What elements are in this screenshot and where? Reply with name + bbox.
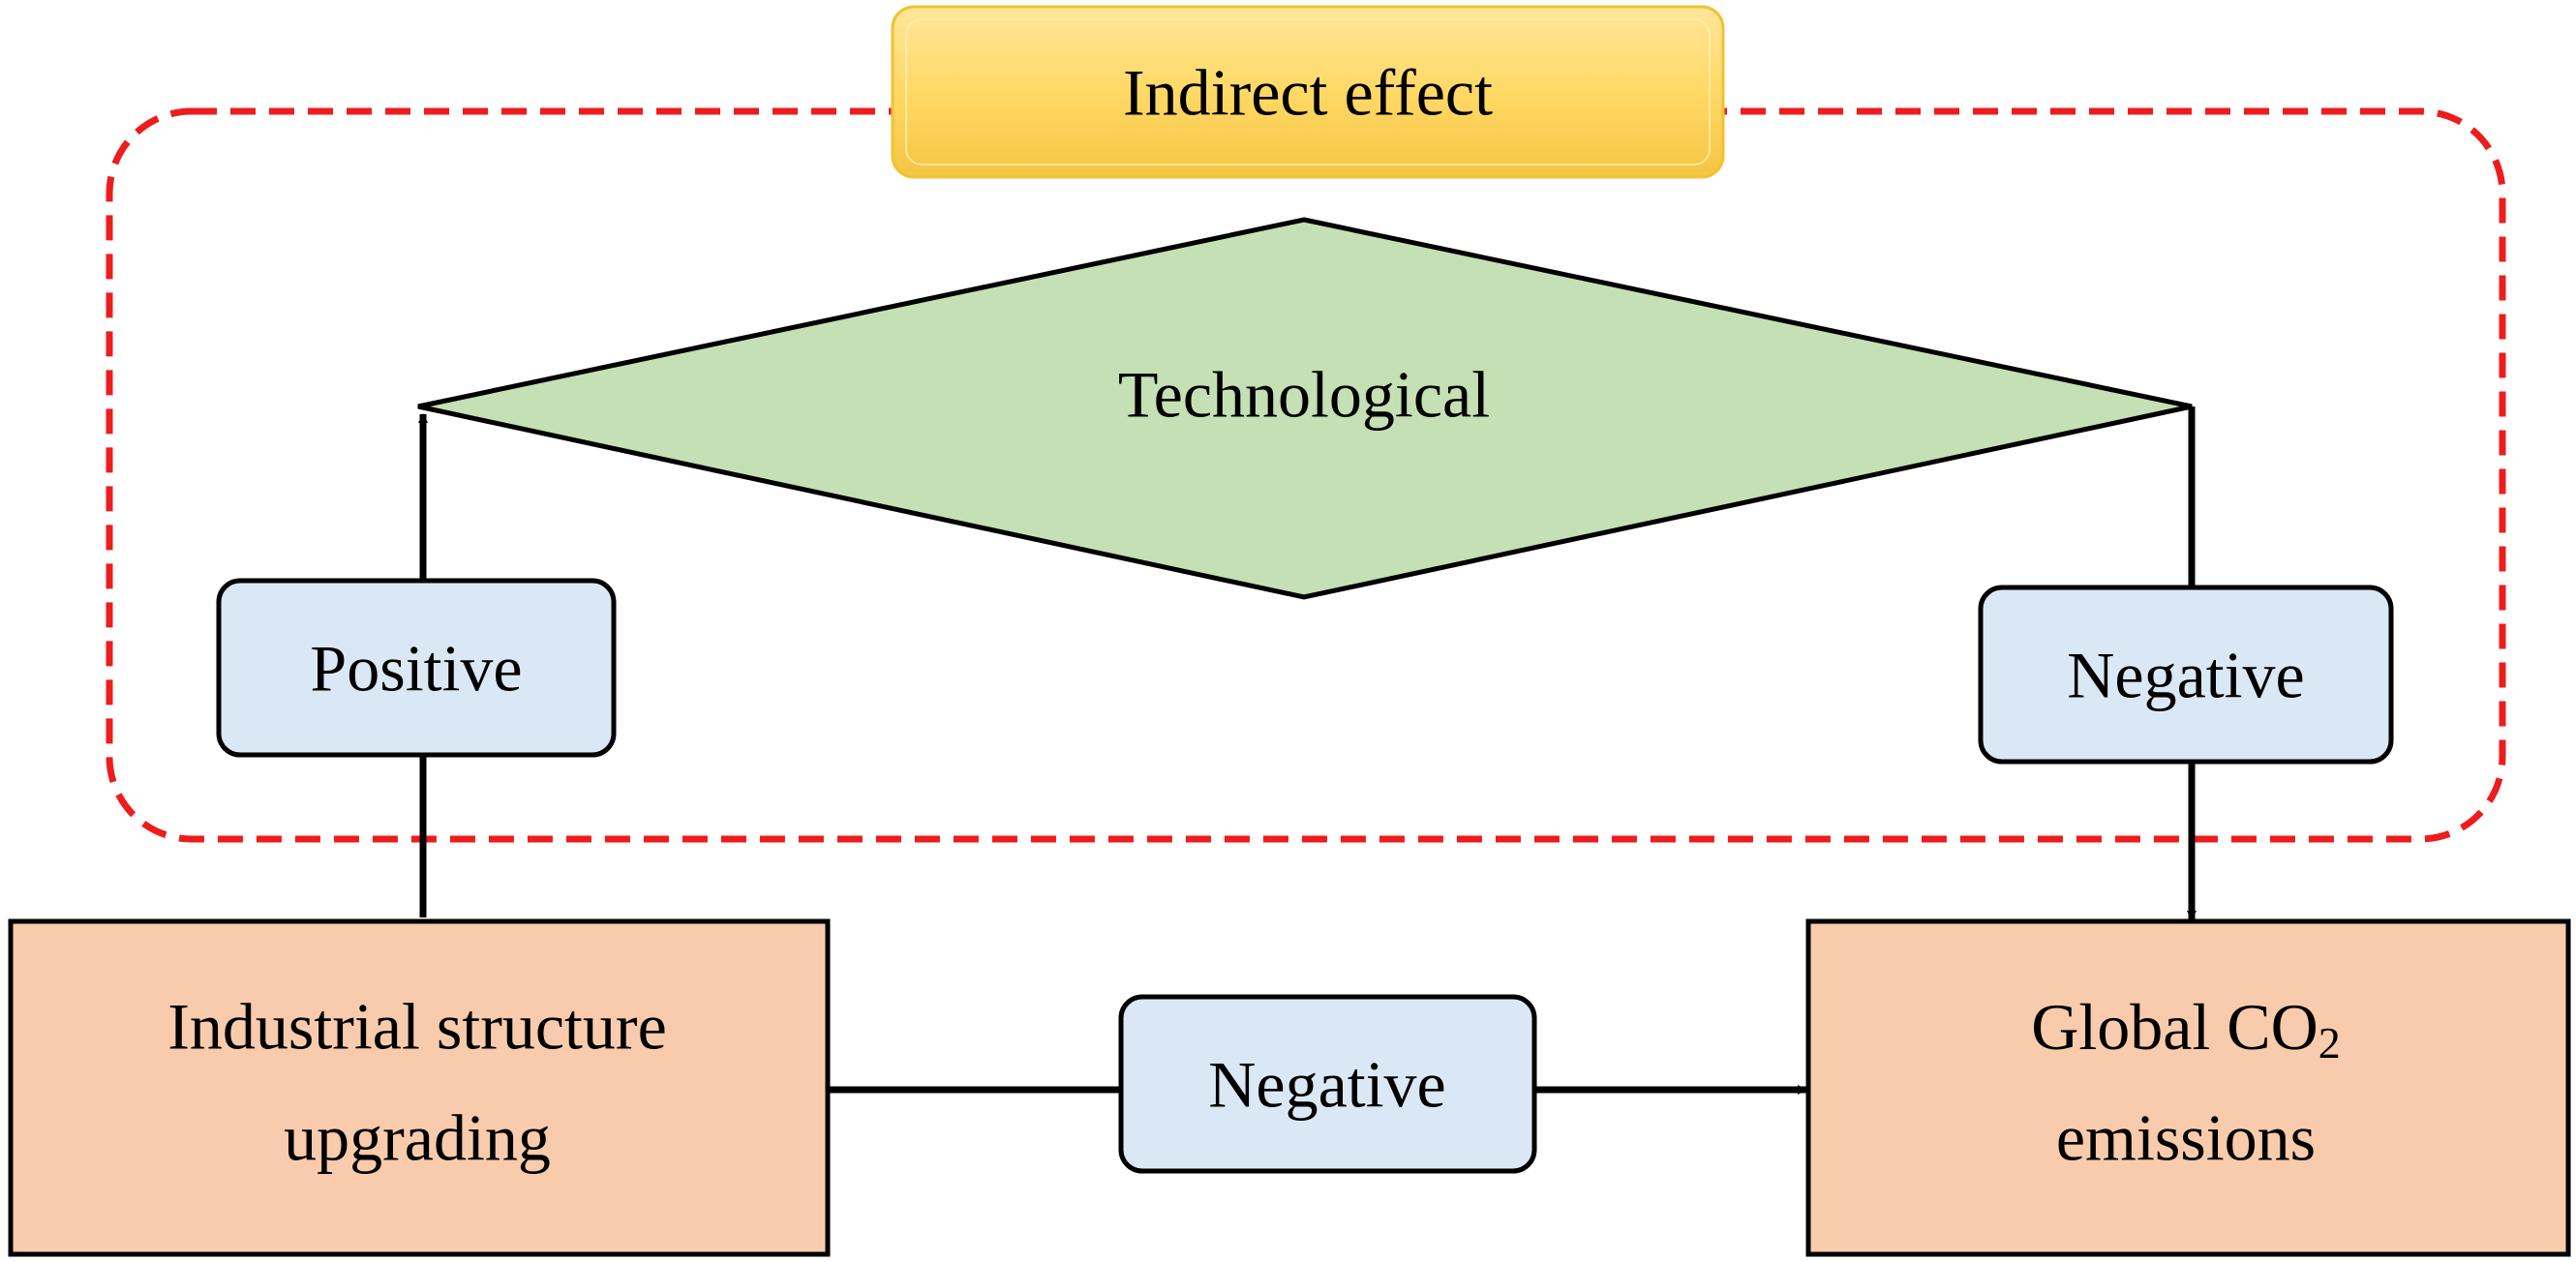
technological-label: Technological (1118, 358, 1490, 432)
direct-negative-effect-box: Negative (1118, 994, 1537, 1174)
global-co2-line1: Global CO2 (2031, 990, 2341, 1067)
technological-negative-effect-box: Negative (1978, 585, 2394, 765)
indirect-effect-region (106, 107, 2506, 843)
positive-label: Positive (310, 632, 522, 706)
industrial-structure-line1: Industrial structure (167, 990, 667, 1064)
technological-negative-label: Negative (2067, 639, 2304, 712)
industrial-structure-line2: upgrading (284, 1101, 551, 1175)
direct-negative-label: Negative (1208, 1048, 1445, 1122)
global-co2-box: Global CO2 emissions (1805, 918, 2571, 1257)
industrial-structure-box: Industrial structure upgrading (8, 918, 831, 1257)
technological-diamond: Technological (417, 217, 2193, 600)
global-co2-line2: emissions (2056, 1101, 2316, 1175)
positive-effect-box: Positive (216, 578, 617, 758)
indirect-effect-label: Indirect effect (1123, 56, 1493, 130)
global-co2-subscript: 2 (2318, 1018, 2341, 1067)
global-co2-prefix: Global CO (2031, 990, 2318, 1064)
indirect-effect-box: Indirect effect (891, 5, 1725, 179)
